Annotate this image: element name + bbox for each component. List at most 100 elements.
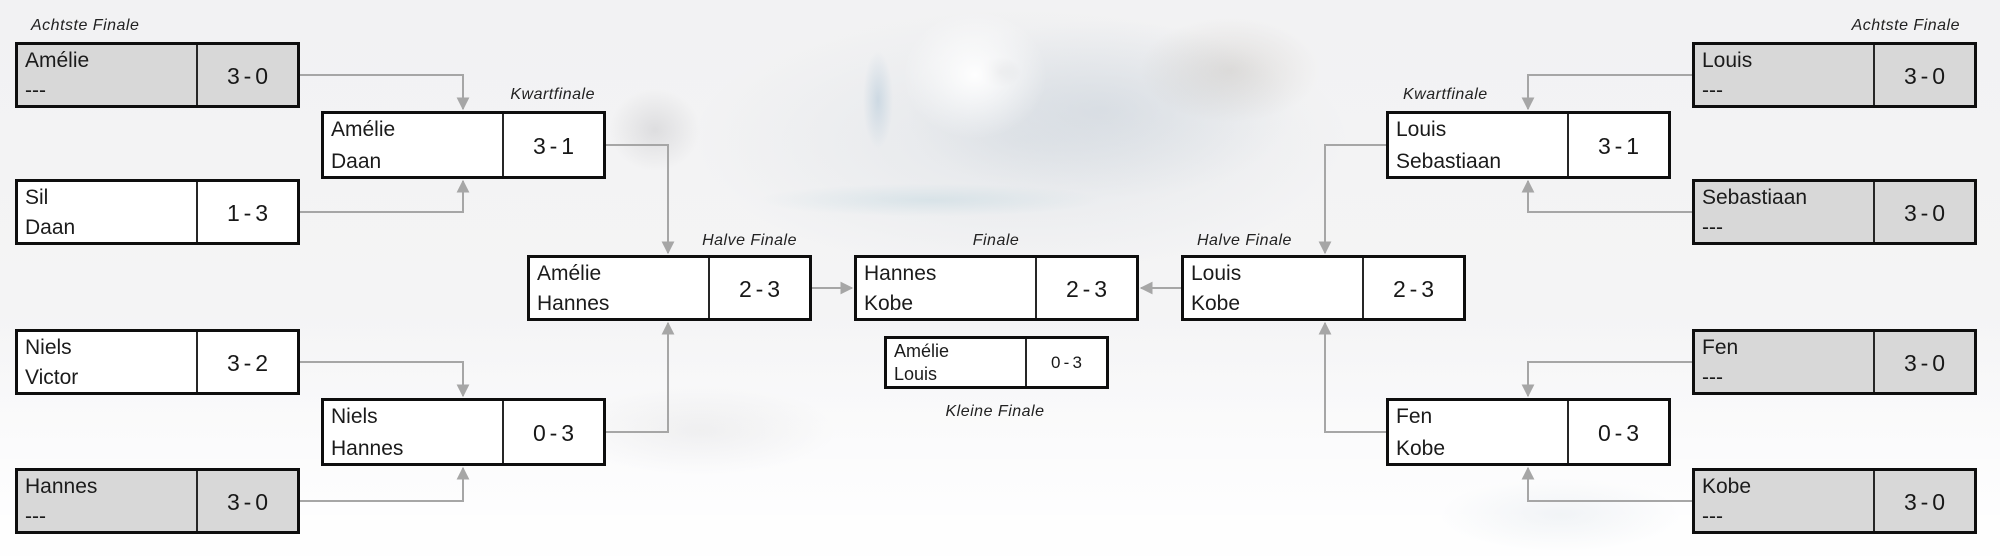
match-players: Amélie Louis	[887, 339, 1027, 386]
player-2: Hannes	[537, 292, 610, 315]
match-score: 2 - 3	[1065, 275, 1108, 302]
player-1: Louis	[1702, 49, 1753, 72]
player-1: Amélie	[537, 262, 602, 285]
match-score: 0 - 3	[532, 419, 575, 446]
connector-r-qf-2-to-hf	[1318, 321, 1386, 433]
player-2: Sebastiaan	[1396, 150, 1502, 173]
player-2: ---	[1702, 505, 1723, 528]
match-score: 3 - 0	[1903, 349, 1946, 376]
match-score: 3 - 2	[226, 349, 269, 376]
match-score: 3 - 0	[226, 488, 269, 515]
match-players: Louis Sebastiaan	[1389, 114, 1569, 176]
match-kwartfinale-left-1[interactable]: Amélie Daan 3 - 1	[321, 111, 606, 179]
match-achtste-finale-right-4[interactable]: Kobe --- 3 - 0	[1692, 468, 1977, 534]
player-1: Hannes	[864, 262, 937, 285]
match-score: 3 - 0	[226, 62, 269, 89]
player-2: Daan	[25, 216, 76, 239]
player-2: ---	[1702, 79, 1723, 102]
match-score: 2 - 3	[738, 275, 781, 302]
match-players: Kobe ---	[1695, 471, 1875, 531]
player-1: Amélie	[894, 341, 950, 361]
player-1: Louis	[1396, 118, 1447, 141]
player-1: Amélie	[331, 118, 396, 141]
player-1: Niels	[331, 405, 378, 428]
match-kwartfinale-left-2[interactable]: Niels Hannes 0 - 3	[321, 398, 606, 466]
match-score: 3 - 1	[1597, 132, 1640, 159]
player-1: Fen	[1702, 336, 1739, 359]
match-players: Hannes Kobe	[857, 258, 1037, 318]
player-2: Hannes	[331, 437, 404, 460]
match-kleine-finale[interactable]: Amélie Louis 0 - 3	[884, 336, 1109, 389]
player-1: Amélie	[25, 49, 90, 72]
connector-l-qf-1-to-hf	[606, 144, 675, 255]
match-players: Amélie Hannes	[530, 258, 710, 318]
connector-l-af-3-to-qf-2	[300, 361, 470, 398]
match-players: Louis ---	[1695, 45, 1875, 105]
match-achtste-finale-right-2[interactable]: Sebastiaan --- 3 - 0	[1692, 179, 1977, 245]
match-score: 2 - 3	[1392, 275, 1435, 302]
match-players: Niels Hannes	[324, 401, 504, 463]
match-achtste-finale-left-3[interactable]: Niels Victor 3 - 2	[15, 329, 300, 395]
player-2: ---	[25, 79, 46, 102]
player-2: Victor	[25, 366, 79, 389]
match-players: Niels Victor	[18, 332, 198, 392]
round-label-finale: Finale	[972, 232, 1020, 249]
match-score: 0 - 3	[1597, 419, 1640, 446]
player-2: Kobe	[1191, 292, 1241, 315]
round-label-kwartfinale-right: Kwartfinale	[1403, 86, 1488, 103]
player-2: Kobe	[864, 292, 914, 315]
player-2: ---	[1702, 216, 1723, 239]
match-score: 0 - 3	[1050, 353, 1083, 372]
player-1: Louis	[1191, 262, 1242, 285]
player-2: Louis	[894, 364, 938, 384]
match-achtste-finale-left-4[interactable]: Hannes --- 3 - 0	[15, 468, 300, 534]
match-achtste-finale-right-3[interactable]: Fen --- 3 - 0	[1692, 329, 1977, 395]
connector-r-af-2-to-qf-1	[1521, 179, 1692, 213]
match-halve-finale-right[interactable]: Louis Kobe 2 - 3	[1181, 255, 1466, 321]
player-1: Niels	[25, 336, 72, 359]
match-halve-finale-left[interactable]: Amélie Hannes 2 - 3	[527, 255, 812, 321]
player-2: ---	[1702, 366, 1723, 389]
match-score: 3 - 1	[532, 132, 575, 159]
match-players: Sebastiaan ---	[1695, 182, 1875, 242]
match-players: Fen Kobe	[1389, 401, 1569, 463]
connector-r-af-1-to-qf-1	[1521, 74, 1692, 111]
connector-l-af-2-to-qf-1	[300, 179, 470, 213]
match-score: 3 - 0	[1903, 199, 1946, 226]
player-1: Kobe	[1702, 475, 1752, 498]
connector-r-af-3-to-qf-2	[1521, 361, 1692, 398]
match-players: Louis Kobe	[1184, 258, 1364, 318]
match-achtste-finale-left-1[interactable]: Amélie --- 3 - 0	[15, 42, 300, 108]
match-players: Amélie Daan	[324, 114, 504, 176]
round-label-achtste-finale-right: Achtste Finale	[1851, 17, 1960, 34]
player-1: Hannes	[25, 475, 98, 498]
match-players: Hannes ---	[18, 471, 198, 531]
match-score: 3 - 0	[1903, 62, 1946, 89]
connector-lines	[300, 74, 1692, 502]
round-label-kleine-finale: Kleine Finale	[945, 403, 1045, 420]
connector-r-af-4-to-qf-2	[1521, 466, 1692, 502]
connector-l-qf-2-to-hf	[606, 321, 675, 433]
match-players: Fen ---	[1695, 332, 1875, 392]
connector-r-qf-1-to-hf	[1318, 144, 1386, 255]
player-1: Fen	[1396, 405, 1433, 428]
match-players: Amélie ---	[18, 45, 198, 105]
match-achtste-finale-right-1[interactable]: Louis --- 3 - 0	[1692, 42, 1977, 108]
match-finale[interactable]: Hannes Kobe 2 - 3	[854, 255, 1139, 321]
connector-l-af-4-to-qf-2	[300, 466, 470, 502]
match-score: 1 - 3	[226, 199, 269, 226]
match-kwartfinale-right-1[interactable]: Louis Sebastiaan 3 - 1	[1386, 111, 1671, 179]
player-1: Sebastiaan	[1702, 186, 1808, 209]
connector-l-af-1-to-qf-1	[300, 74, 470, 111]
match-players: Sil Daan	[18, 182, 198, 242]
match-kwartfinale-right-2[interactable]: Fen Kobe 0 - 3	[1386, 398, 1671, 466]
match-score: 3 - 0	[1903, 488, 1946, 515]
round-label-achtste-finale-left: Achtste Finale	[31, 17, 140, 34]
player-1: Sil	[25, 186, 49, 209]
round-label-halve-finale-left: Halve Finale	[702, 232, 797, 249]
player-2: ---	[25, 505, 46, 528]
match-achtste-finale-left-2[interactable]: Sil Daan 1 - 3	[15, 179, 300, 245]
player-2: Daan	[331, 150, 382, 173]
